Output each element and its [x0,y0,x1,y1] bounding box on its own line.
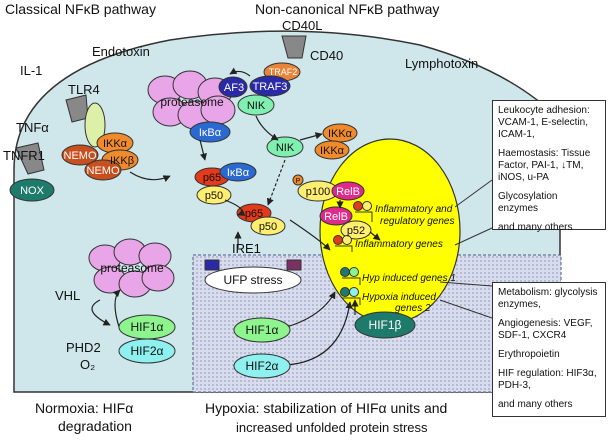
label-tnfr1: TNFR1 [3,148,45,163]
proteasome-bottom-shape [88,238,175,298]
node-proteasome-bottom: proteasome [100,261,164,275]
gene-inflam-reg-2: regulatory genes [380,216,455,227]
node-p65-1: p65 [203,172,221,184]
ire1-left-block [204,259,220,271]
node-hif1b: HIF1β [369,318,402,332]
node-p-mark: P [296,178,301,185]
relb-1-oval [331,181,365,201]
nemo-bottom-oval [84,159,122,181]
title-classical: Classical NFκB pathway [5,1,156,17]
node-traf2: TRAF2 [269,67,298,77]
tnfr1-receptor [15,142,45,175]
ufp-stress-oval [204,266,302,294]
p50-2-oval [250,216,286,236]
node-p50-2: p50 [259,221,277,233]
node-relb-2: RelB [324,211,348,223]
ikka-r2-oval [314,140,350,160]
label-cd40: CD40 [310,48,343,63]
title-hypoxia-2: increased unfolded protein stress [236,420,428,435]
node-hif1a-center: HIF1α [246,323,279,337]
node-p52: p52 [347,225,365,237]
ikba-mid-oval [219,162,257,182]
node-nik-mid: NIK [276,142,295,154]
title-hypoxia-1: Hypoxia: stabilization of HIFα units and [205,400,447,416]
panel-bottom-line-3: Erythropoietin [498,349,560,360]
gene-hyp2-1: Hypoxia induced [362,292,436,303]
node-hif2a-center: HIF2α [246,359,279,373]
phospho-mark [292,174,304,186]
nox-oval [9,178,55,202]
node-hif1a-left: HIF1α [131,320,164,334]
label-tnfa: TNFα [16,120,49,135]
node-p65-2: p65 [245,208,263,220]
ire1-right-block [286,259,302,271]
gene-hyp1: Hyp induced genes 1 [362,273,456,284]
panel-top-line-4: and many others [498,222,573,233]
panel-bottom-line-2: Angiogenesis: VEGF, SDF-1, CXCR4 [498,318,593,341]
label-cd40l: CD40L [282,18,322,33]
p52-oval [340,220,372,240]
node-ikka-left: IKKα [103,138,128,150]
p50-1-oval [196,185,232,205]
node-proteasome-top: proteasome [160,95,224,109]
title-normoxia-1: Normoxia: HIFα [35,400,133,416]
node-nemo-bottom: NEMO [87,165,120,177]
node-relb-1: RelB [336,186,360,198]
node-ikka-r2: IKKα [320,145,345,157]
hif1b-oval [354,311,416,339]
panel-top-line-1: Leukocyte adhesion: VCAM-1, E-selectin, … [498,105,590,140]
hif2a-center-oval [233,353,291,379]
panel-top-line-3: Glycosylation enzymes [498,191,558,214]
nemo-top-oval [61,144,99,166]
panel-top-line-2: Haemostasis: Tissue Factor, PAI-1, ↓TM, … [498,148,591,183]
nik-top-oval [237,94,275,116]
node-traf3-top: TRAF3 [253,81,288,93]
node-nik-top: NIK [247,100,266,112]
label-lymphotoxin: Lymphotoxin [405,56,478,71]
gene-marks [333,201,373,305]
cd40-receptor [281,35,307,59]
node-ikba-prot: IκBα [199,127,222,139]
label-vhl: VHL [55,288,80,303]
af3-oval [218,76,248,98]
label-o2: O₂ [80,357,95,372]
node-nemo-top: NEMO [64,150,97,162]
ikba-prot-oval [189,121,231,143]
panel-bottom-line-1: Metabolism: glycolysis enzymes, [498,287,598,310]
node-ikkb: IKKβ [110,155,134,167]
traf3-top-oval [249,75,291,97]
label-ire1: IRE1 [232,241,261,256]
node-p100: p100 [306,186,330,198]
gene-hyp2-2: genes 2 [395,303,431,314]
label-il1: IL-1 [20,63,42,78]
panel-hypoxia-targets: Metabolism: glycolysis enzymes, Angiogen… [492,282,606,417]
nik-mid-oval [266,136,304,158]
panel-inflammatory-targets: Leukocyte adhesion: VCAM-1, E-selectin, … [492,100,606,233]
panel-bottom-line-4: HIF regulation: HIF3α, PDH-3, [498,368,597,391]
hif1a-center-oval [233,317,291,343]
node-ikba-mid: IκBα [227,167,250,179]
hif2a-left-oval [118,338,176,364]
label-tlr4: TLR4 [68,82,100,97]
node-hif2a-left: HIF2α [131,344,164,358]
title-noncanonical: Non-canonical NFκB pathway [255,1,439,17]
tlr4-ectodomain [84,102,106,148]
node-nox: NOX [20,185,45,197]
node-ikka-r1: IKKα [328,128,353,140]
gene-inflam: Inflammatory genes [355,239,443,250]
relb-2-oval [319,206,353,226]
panel-bottom-line-5: and many others [498,399,573,410]
gene-inflam-reg-1: Inflammatory and [375,204,453,215]
node-p50-1: p50 [205,190,223,202]
node-af3: AF3 [224,82,244,94]
label-endotoxin: Endotoxin [92,44,150,59]
label-phd2: PHD2 [66,340,101,355]
node-ufp-stress: UFP stress [223,273,282,287]
title-normoxia-2: degradation [58,418,132,434]
proteasome-top-shape [147,70,236,130]
